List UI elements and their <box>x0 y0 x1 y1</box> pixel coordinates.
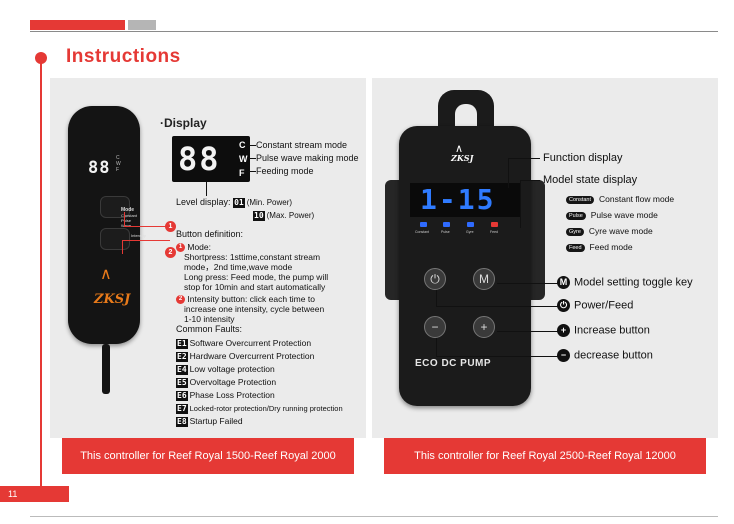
right-footer: This controller for Reef Royal 2500-Reef… <box>384 438 706 474</box>
led-label: Pulse <box>441 230 450 234</box>
leader-feed <box>248 171 256 172</box>
increase-button-icon: + <box>473 316 495 338</box>
key-power-feed: ⏻Power/Feed <box>557 299 633 312</box>
level-max-row: 10(Max. Power) <box>253 210 315 221</box>
pump-model-name: ECO DC PUMP <box>415 358 492 369</box>
decrease-button-icon: − <box>424 316 446 338</box>
callout-line-1 <box>124 212 125 226</box>
controller-cable <box>102 344 110 394</box>
level-leader <box>206 182 207 196</box>
model-state-display-label: Model state display <box>543 174 638 186</box>
led-label: Gyre <box>466 230 474 234</box>
controller-intensity-button <box>100 228 130 250</box>
key-increase: +Increase button <box>557 324 650 337</box>
mode-button-icon: M <box>473 268 495 290</box>
level-display-row: Level display: 01(Min. Power) <box>176 197 293 208</box>
led-feed <box>491 222 498 227</box>
minus-icon: − <box>557 349 570 362</box>
led-gyre <box>467 222 474 227</box>
page-number: 11 <box>0 486 69 502</box>
header-accent-bar <box>30 20 125 30</box>
led-label: Feed <box>490 230 498 234</box>
zksj-logo-icon: ∧ <box>100 266 112 283</box>
display-diagram <box>172 136 250 182</box>
button-definition-heading: Button definition: <box>176 229 244 239</box>
pump-brand: ZKSJ <box>451 153 474 163</box>
pump-hanger-hole <box>455 104 477 128</box>
display-heading: ·Display <box>160 116 207 130</box>
m-icon: M <box>557 276 570 289</box>
controller-display: 88 <box>88 158 111 178</box>
leader-function-display <box>508 158 540 159</box>
callout-line-2 <box>122 240 170 241</box>
controller-mode-button <box>100 196 130 218</box>
display-letters: C W F <box>239 140 248 178</box>
leader-power-v <box>436 290 437 306</box>
controller-intensity-label: Intensity <box>131 233 146 238</box>
controller-mode-label: Mode Constant Pulse Wave <box>121 207 138 229</box>
function-display-label: Function display <box>543 152 623 164</box>
leader-power <box>436 306 560 307</box>
side-timeline-dot <box>35 52 47 64</box>
header-gray-bar <box>128 20 156 30</box>
mode-feeding: Feeding mode <box>256 166 314 176</box>
faults-heading: Common Faults: <box>176 324 243 334</box>
header-rule <box>30 31 718 32</box>
led-constant <box>420 222 427 227</box>
footer-rule <box>30 516 718 517</box>
key-decrease: −decrease button <box>557 349 653 362</box>
led-label: Constant <box>415 230 430 234</box>
mode-pulse-wave: Pulse wave making mode <box>256 153 359 163</box>
led-pulse <box>443 222 450 227</box>
controller-image <box>68 106 140 344</box>
pump-logo-icon: ∧ <box>455 143 464 155</box>
pump-display-panel <box>410 183 520 217</box>
leader-model-key <box>497 283 560 284</box>
level-max-code: 10 <box>253 210 265 221</box>
pump-display: 1-15 <box>420 183 496 216</box>
callout-1: 1 <box>165 221 176 232</box>
power-icon: ⏻ <box>557 299 570 312</box>
leader-increase <box>497 331 560 332</box>
intensity-definition: 2 Intensity button: click each time to i… <box>176 294 324 324</box>
power-button-icon: ⏻ <box>424 268 446 290</box>
mode-constant-stream: Constant stream mode <box>256 140 348 150</box>
controller-brand: ZKSJ <box>94 292 131 307</box>
callout-2: 2 <box>165 247 176 258</box>
side-timeline-line <box>40 58 42 486</box>
display-digits: 88 <box>178 140 221 178</box>
leader-constant <box>248 145 256 146</box>
leader-pulse <box>248 158 256 159</box>
controller-display-letters: C W F <box>116 155 121 173</box>
level-min-code: 01 <box>233 197 245 208</box>
leader-decrease-v <box>436 338 437 356</box>
leader-decrease <box>436 356 560 357</box>
leader-model-state-v <box>520 180 521 228</box>
page-title: Instructions <box>66 46 181 67</box>
left-footer: This controller for Reef Royal 1500-Reef… <box>62 438 354 474</box>
leader-model-state <box>520 180 540 181</box>
callout-line-2v <box>122 240 123 254</box>
callout-line-1h <box>124 226 170 227</box>
leader-function-display-v <box>508 158 509 188</box>
pump-controller-image <box>399 126 531 406</box>
mode-definition: 1 Mode: Shortpress: 1sttime,constant str… <box>176 242 328 292</box>
plus-icon: + <box>557 324 570 337</box>
